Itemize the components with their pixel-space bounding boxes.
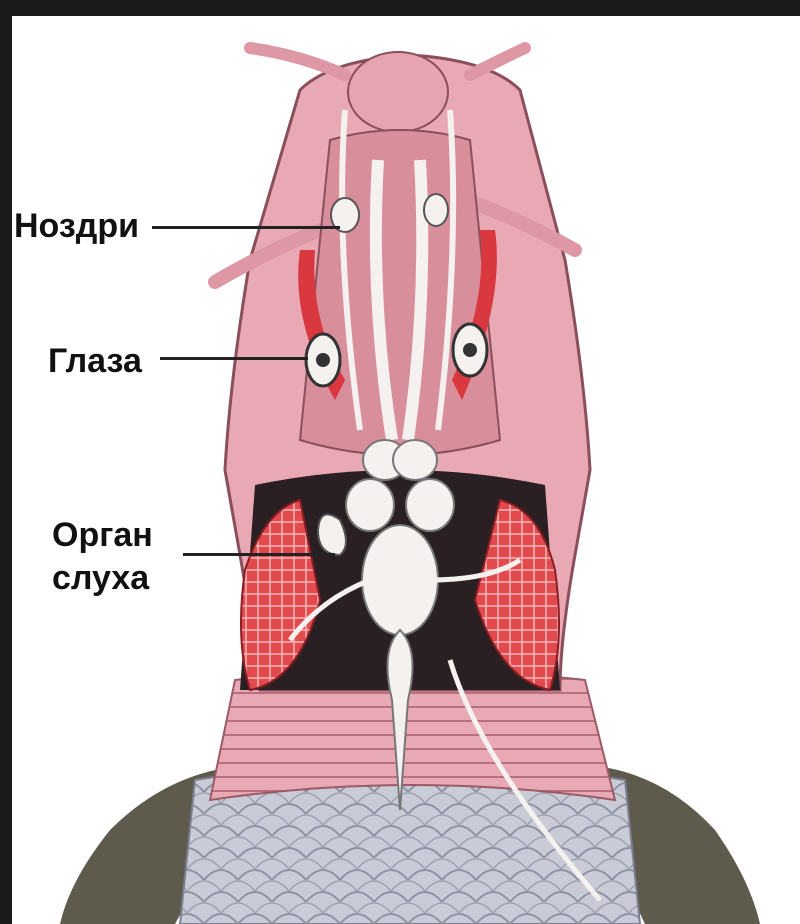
brain-lobe-4 bbox=[406, 479, 454, 531]
snout bbox=[348, 52, 448, 132]
leader-line-nostrils bbox=[152, 226, 340, 229]
cranial-inner bbox=[300, 130, 500, 455]
left-barbel-top bbox=[250, 48, 345, 75]
right-barbel-top bbox=[470, 48, 525, 75]
brain-lobe-3 bbox=[346, 479, 394, 531]
label-hearing-organ-line1: Орган bbox=[52, 517, 153, 553]
leader-line-hearing-organ bbox=[183, 553, 335, 556]
label-eyes: Глаза bbox=[48, 343, 142, 379]
brain-medulla bbox=[362, 525, 438, 635]
leader-line-eyes bbox=[160, 357, 308, 360]
label-hearing-organ-line2: слуха bbox=[52, 560, 149, 596]
label-nostrils: Ноздри bbox=[14, 208, 139, 244]
brain-lobe-2 bbox=[393, 440, 437, 480]
right-nostril bbox=[424, 194, 448, 226]
